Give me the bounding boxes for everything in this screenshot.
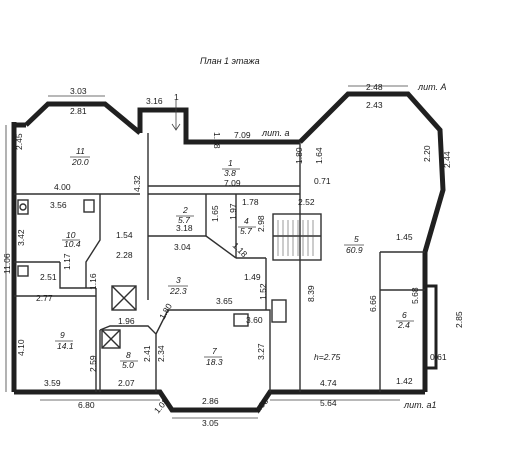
dim-2-77: 2.77: [36, 293, 53, 303]
dim-2-86: 2.86: [202, 396, 219, 406]
room-1-area: 3.8: [224, 168, 236, 178]
room-labels: 11 20.0 1 3.8 2 5.7 4 5.7 10 10.4 3 22.3…: [55, 146, 414, 370]
room-9-number: 9: [60, 330, 65, 340]
dim-1-80b: 1.80: [157, 301, 174, 321]
dim-1-28: 1.28: [212, 132, 222, 149]
dim-1-54: 1.54: [116, 230, 133, 240]
dim-1-16: 1.16: [88, 273, 98, 290]
dim-2-07: 2.07: [118, 378, 135, 388]
room-5-area: 60.9: [346, 245, 363, 255]
dim-3-16: 3.16: [146, 96, 163, 106]
dim-11-06: 11.06: [2, 253, 12, 274]
dim-1-64: 1.64: [314, 147, 324, 164]
dim-3-03: 3.03: [70, 86, 87, 96]
dim-3-27: 3.27: [256, 343, 266, 360]
dim-1-49: 1.49: [244, 272, 261, 282]
dim-2-48: 2.48: [366, 82, 383, 92]
dim-0-71: 0.71: [314, 176, 331, 186]
room-10-number: 10: [66, 230, 76, 240]
room-6-area: 2.4: [397, 320, 410, 330]
room-8-area: 5.0: [122, 360, 134, 370]
dim-2-59: 2.59: [88, 355, 98, 372]
dim-2-28: 2.28: [116, 250, 133, 260]
room-11-area: 20.0: [71, 157, 89, 167]
dim-1-52: 1.52: [258, 283, 268, 300]
dim-1-45: 1.45: [396, 232, 413, 242]
dim-1-17: 1.17: [62, 253, 72, 270]
room-9-area: 14.1: [57, 341, 74, 351]
room-3-number: 3: [176, 275, 181, 285]
dim-1-65: 1.65: [210, 205, 220, 222]
dim-8-39: 8.39: [306, 285, 316, 302]
dim-2-45: 2.45: [14, 133, 24, 150]
dim-2-41: 2.41: [142, 345, 152, 362]
dim-2-20: 2.20: [422, 145, 432, 162]
room-7-number: 7: [212, 346, 217, 356]
room-2-area: 5.7: [178, 215, 190, 225]
room-4-number: 4: [244, 216, 249, 226]
dim-1-42: 1.42: [396, 376, 413, 386]
partitions: 1: [14, 92, 425, 392]
dim-4-10: 4.10: [16, 339, 26, 356]
room-8-number: 8: [126, 350, 131, 360]
room-11-number: 11: [76, 146, 85, 156]
dim-0-61: 0.61: [430, 352, 447, 362]
room-6-number: 6: [402, 310, 407, 320]
dimension-lines: [5, 85, 408, 419]
room-7-area: 18.3: [206, 357, 223, 367]
dim-7-09a: 7.09: [234, 130, 251, 140]
liter-a1-label: лит. а1: [403, 400, 437, 410]
dim-1-80: 1.80: [294, 147, 304, 164]
room-4-area: 5.7: [240, 226, 252, 236]
dim-4-00: 4.00: [54, 182, 71, 192]
dim-3-59: 3.59: [44, 378, 61, 388]
dim-1-96: 1.96: [118, 316, 135, 326]
dim-4-74: 4.74: [320, 378, 337, 388]
dim-6-80: 6.80: [78, 400, 95, 410]
dim-3-60: 3.60: [246, 315, 263, 325]
room-3-area: 22.3: [169, 286, 187, 296]
room-1-number: 1: [228, 158, 233, 168]
dim-2-43: 2.43: [366, 100, 383, 110]
dim-5-68: 5.68: [410, 287, 420, 304]
dim-3-05: 3.05: [202, 418, 219, 428]
dim-5-64: 5.64: [320, 398, 337, 408]
dim-2-44: 2.44: [442, 151, 452, 168]
room-5-number: 5: [354, 234, 359, 244]
dim-1-97: 1.97: [228, 203, 238, 220]
dim-3-65: 3.65: [216, 296, 233, 306]
dim-7-09: 7.09: [224, 178, 241, 188]
dim-6-66: 6.66: [368, 295, 378, 312]
ceiling-height: h=2.75: [314, 352, 341, 362]
dim-3-56: 3.56: [50, 200, 67, 210]
dim-4-32: 4.32: [132, 175, 142, 192]
dim-3-04: 3.04: [174, 242, 191, 252]
dim-2-34: 2.34: [156, 345, 166, 362]
liter-a-label: лит. А: [417, 82, 446, 92]
dim-3-42: 3.42: [16, 229, 26, 246]
section-mark: 1: [174, 92, 179, 102]
dimension-labels: 3.03 2.81 3.16 1.28 7.09 2.48 2.43 2.45 …: [2, 82, 464, 428]
liter-a-small-label: лит. а: [261, 128, 289, 138]
dim-2-81: 2.81: [70, 106, 87, 116]
dim-2-52: 2.52: [298, 197, 315, 207]
dim-2-51: 2.51: [40, 272, 57, 282]
plan-title: План 1 этажа: [200, 56, 260, 66]
dim-2-85: 2.85: [454, 311, 464, 328]
outer-walls: [11, 91, 446, 413]
room-10-area: 10.4: [64, 239, 81, 249]
dim-2-98: 2.98: [256, 215, 266, 232]
room-2-number: 2: [182, 205, 188, 215]
dim-1-78: 1.78: [242, 197, 259, 207]
dim-3-18: 3.18: [176, 223, 193, 233]
